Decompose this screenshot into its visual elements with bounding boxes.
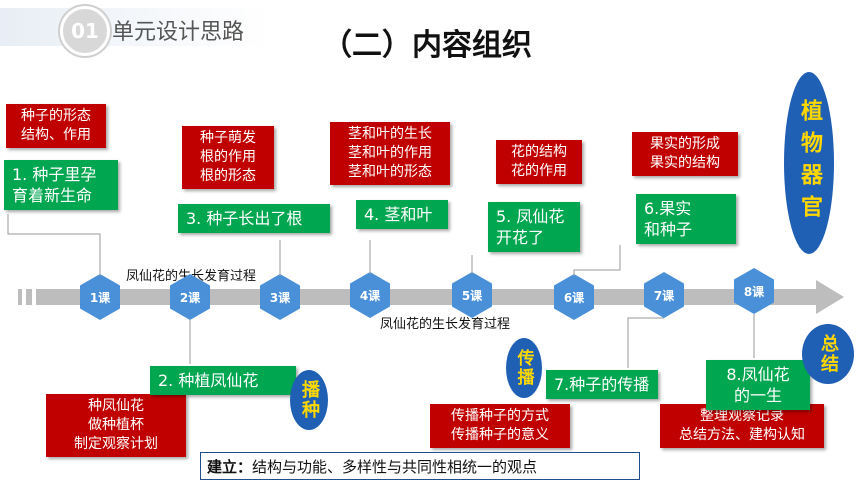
topic-8[interactable]: 8.凤仙花的一生 xyxy=(706,360,810,410)
note-6: 果实的形成果实的结构 xyxy=(632,132,738,176)
topic-5[interactable]: 5. 凤仙花开花了 xyxy=(488,202,580,252)
timeline-arrow xyxy=(18,280,844,314)
topic-4[interactable]: 4. 茎和叶 xyxy=(356,200,448,229)
note-5: 花的结构花的作用 xyxy=(496,140,582,184)
note-1: 种子的形态结构、作用 xyxy=(6,104,106,148)
spread-oval: 传播 xyxy=(506,338,542,398)
summary-oval: 总结 xyxy=(802,324,854,384)
timeline-label-bottom: 凤仙花的生长发育过程 xyxy=(380,317,511,332)
topic-6[interactable]: 6.果实和种子 xyxy=(636,194,736,244)
note-7: 传播种子的方式传播种子的意义 xyxy=(430,404,570,448)
topic-2[interactable]: 2. 种植凤仙花 xyxy=(150,366,296,395)
note-4: 茎和叶的生长茎和叶的作用茎和叶的形态 xyxy=(330,122,450,185)
conclusion-label: 建立： xyxy=(207,457,253,476)
page-title: （二）内容组织 xyxy=(322,28,532,63)
topic-3[interactable]: 3. 种子长出了根 xyxy=(178,204,330,233)
conclusion-box: 建立： 结构与功能、多样性与共同性相统一的观点 xyxy=(200,452,640,480)
note-3: 种子萌发根的作用根的形态 xyxy=(182,126,274,189)
note-8: 整理观察记录总结方法、建构认知 xyxy=(660,404,824,448)
topic-1[interactable]: 1. 种子里孕育着新生命 xyxy=(4,160,118,210)
header-bar xyxy=(0,8,270,46)
section-badge-number: 01 xyxy=(71,19,99,43)
plant-organs-oval: 植物器官 xyxy=(784,72,834,254)
topic-7[interactable]: 7.种子的传播 xyxy=(546,370,658,399)
note-2: 种凤仙花做种植杯制定观察计划 xyxy=(46,394,186,457)
sowing-oval: 播种 xyxy=(290,370,328,430)
lesson-6[interactable]: 6课 xyxy=(554,274,594,320)
section-badge: 01 xyxy=(60,6,110,56)
section-title: 单元设计思路 xyxy=(112,20,245,45)
lesson-8[interactable]: 8课 xyxy=(734,268,774,314)
lesson-7[interactable]: 7课 xyxy=(644,272,684,318)
conclusion-text: 结构与功能、多样性与共同性相统一的观点 xyxy=(252,457,538,476)
